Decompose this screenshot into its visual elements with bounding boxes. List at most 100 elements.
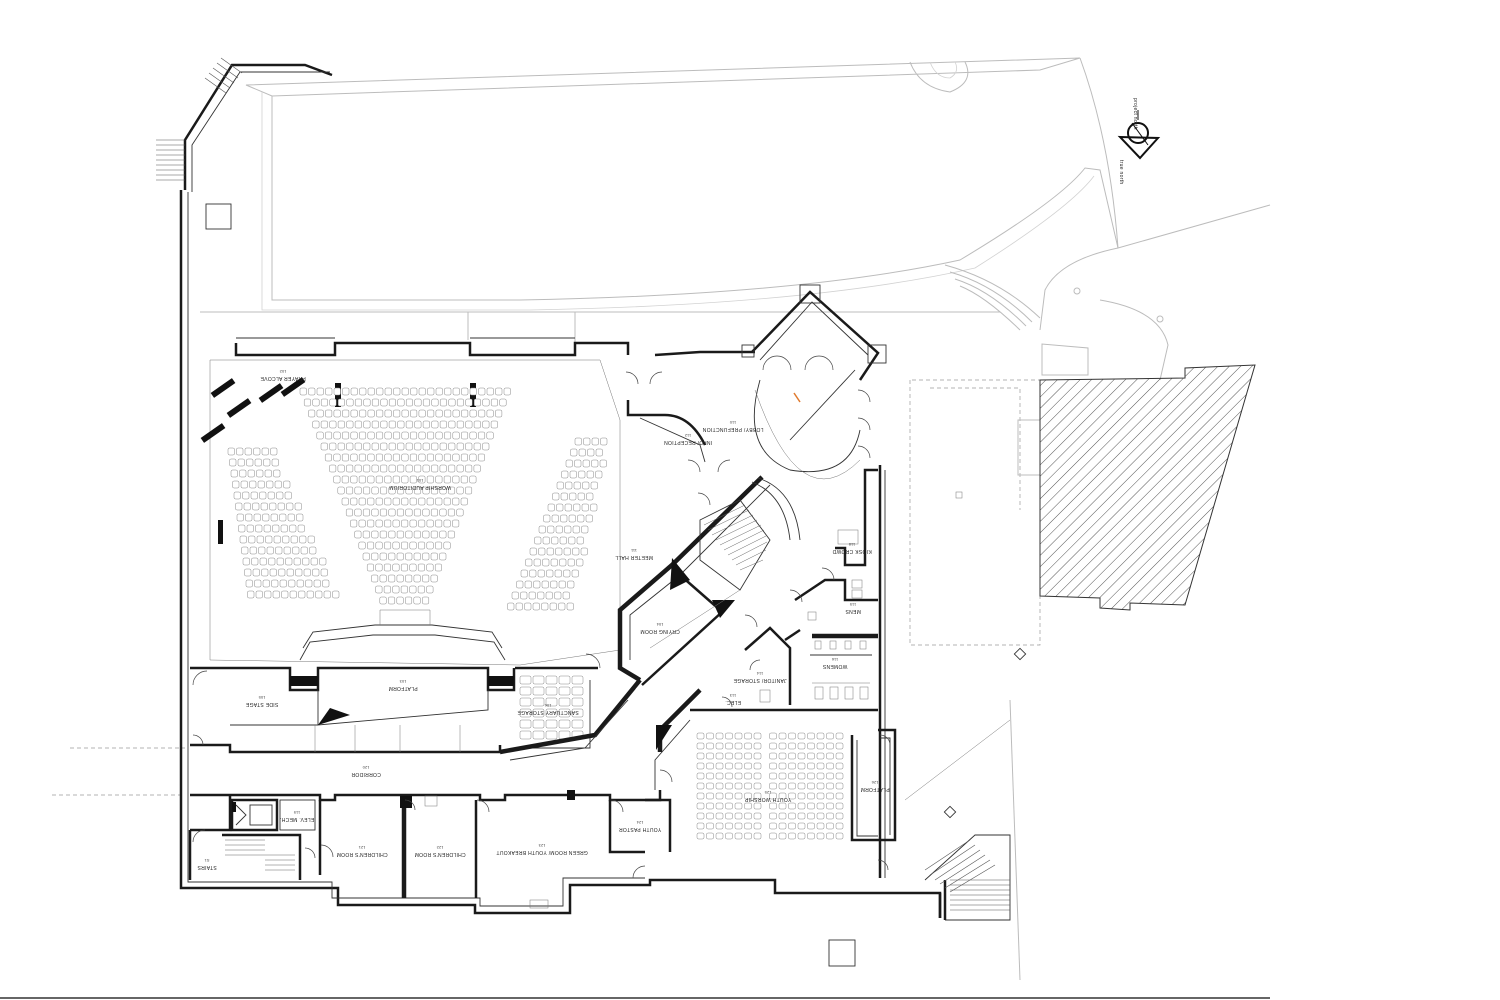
seat <box>319 557 327 566</box>
seat <box>744 752 752 760</box>
seat <box>422 464 430 473</box>
seat <box>443 519 451 528</box>
seat <box>268 557 276 566</box>
seat <box>362 552 370 561</box>
svg-text:S1: S1 <box>204 858 210 863</box>
seat <box>570 448 578 457</box>
seat <box>495 387 503 396</box>
seat <box>460 475 468 484</box>
seat <box>388 398 396 407</box>
seat <box>285 557 293 566</box>
seat <box>388 464 396 473</box>
seat <box>744 832 752 840</box>
seat <box>715 812 724 820</box>
seat <box>551 514 559 523</box>
seat <box>426 519 434 528</box>
seat <box>325 431 333 440</box>
seat <box>788 772 796 780</box>
seat <box>312 398 320 407</box>
seat <box>696 772 705 780</box>
room-label-youth-worship: YOUTH WORSHIP 125 <box>744 790 791 802</box>
seat <box>384 409 392 418</box>
seat <box>482 398 490 407</box>
seat <box>696 822 705 830</box>
seat <box>788 752 796 760</box>
column-pad <box>867 344 887 364</box>
seat <box>414 420 422 429</box>
seat <box>807 762 815 770</box>
seat <box>524 602 532 611</box>
seat <box>244 447 252 456</box>
seat <box>279 579 287 588</box>
seat <box>255 524 263 533</box>
seat <box>826 812 834 820</box>
seat <box>313 579 321 588</box>
seat <box>376 409 384 418</box>
seat <box>532 708 545 718</box>
seat <box>308 409 316 418</box>
seat <box>469 453 477 462</box>
seat <box>289 590 297 599</box>
seat <box>333 431 341 440</box>
seat <box>418 541 426 550</box>
seat <box>337 398 345 407</box>
room-label-side-stage: SIDE STAGE 105 <box>245 695 278 707</box>
seat <box>734 732 743 740</box>
seat <box>532 719 545 729</box>
svg-text:CHILDREN'S ROOM: CHILDREN'S ROOM <box>336 851 387 857</box>
seat <box>405 552 413 561</box>
seat <box>269 568 277 577</box>
north-arrow: project north true north <box>1117 98 1161 184</box>
seat <box>384 497 392 506</box>
seat <box>401 409 409 418</box>
seat <box>725 832 733 840</box>
seat <box>448 486 456 495</box>
seat <box>250 491 258 500</box>
seat <box>769 742 777 750</box>
exterior-stair-southeast <box>924 834 1011 921</box>
seat <box>788 782 796 790</box>
svg-text:125: 125 <box>764 790 771 795</box>
seat <box>715 762 724 770</box>
seat <box>696 802 705 810</box>
svg-text:CHILDREN'S ROOM: CHILDREN'S ROOM <box>414 851 465 857</box>
seat <box>242 491 250 500</box>
seat <box>409 475 417 484</box>
seat <box>816 762 825 770</box>
seat <box>266 546 274 555</box>
seat <box>460 453 468 462</box>
seat <box>342 409 350 418</box>
seat <box>576 536 584 545</box>
seat <box>572 547 580 556</box>
seat <box>363 464 371 473</box>
seat <box>388 530 396 539</box>
seat <box>591 437 599 446</box>
seat <box>362 508 370 517</box>
seat <box>380 464 388 473</box>
seat <box>571 686 584 696</box>
seat <box>413 552 421 561</box>
seat <box>473 442 481 451</box>
room-label-kiosk-crowd: KIOSK CROWD 118 <box>832 542 872 554</box>
svg-text:PRAYER ALCOVE: PRAYER ALCOVE <box>260 375 306 381</box>
seat <box>788 742 796 750</box>
seat <box>816 822 825 830</box>
seat <box>558 708 571 718</box>
seat <box>532 686 545 696</box>
seat <box>371 552 379 561</box>
seat <box>744 772 752 780</box>
seat <box>460 497 468 506</box>
seat <box>392 453 400 462</box>
svg-text:101: 101 <box>416 478 423 483</box>
seat <box>358 497 366 506</box>
seat <box>734 752 743 760</box>
seat <box>380 486 388 495</box>
seat <box>816 732 825 740</box>
seat <box>565 481 573 490</box>
seat <box>422 596 430 605</box>
seat <box>427 431 435 440</box>
seat <box>435 431 443 440</box>
seat <box>555 547 563 556</box>
seat <box>243 502 251 511</box>
seat <box>371 486 379 495</box>
